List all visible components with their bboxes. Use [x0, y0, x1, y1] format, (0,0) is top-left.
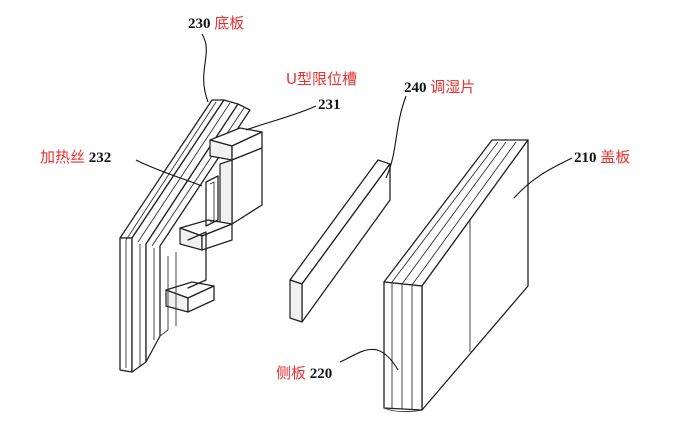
- heating-wire-text: 加热丝: [40, 148, 86, 166]
- cover-plate: [383, 139, 529, 411]
- heating-wire: [187, 175, 219, 289]
- label-cover-plate: 210 盖板: [574, 150, 630, 166]
- leader-210: [513, 157, 573, 199]
- u-groove-text: U型限位槽: [286, 70, 357, 88]
- base-plate: [119, 99, 251, 373]
- label-u-groove-text: U型限位槽: [286, 72, 357, 88]
- cover-plate-text: 盖板: [600, 148, 631, 166]
- label-u-groove-number: 231: [318, 98, 341, 113]
- humidity-sheet-number: 240: [404, 80, 427, 96]
- label-heating-wire: 加热丝 232: [40, 150, 111, 166]
- cover-plate-number: 210: [574, 150, 597, 166]
- label-humidity-sheet: 240 调湿片: [404, 80, 475, 96]
- leader-230: [201, 33, 209, 103]
- label-base-plate: 230 底板: [188, 16, 244, 32]
- humidity-sheet: [289, 159, 391, 323]
- leader-220: [339, 348, 399, 371]
- side-plate: [383, 281, 423, 413]
- u-groove-number: 231: [318, 97, 341, 113]
- heating-wire-number: 232: [88, 150, 112, 166]
- label-side-plate: 侧板 220: [276, 366, 332, 382]
- side-plate-number: 220: [309, 366, 333, 382]
- side-plate-text: 侧板: [276, 364, 307, 382]
- leader-232: [135, 159, 203, 187]
- leader-240: [385, 95, 407, 179]
- humidity-sheet-text: 调湿片: [430, 78, 476, 96]
- base-plate-number: 230: [188, 16, 211, 32]
- u-groove: [159, 127, 263, 337]
- leader-231: [245, 105, 317, 131]
- base-plate-text: 底板: [214, 14, 245, 32]
